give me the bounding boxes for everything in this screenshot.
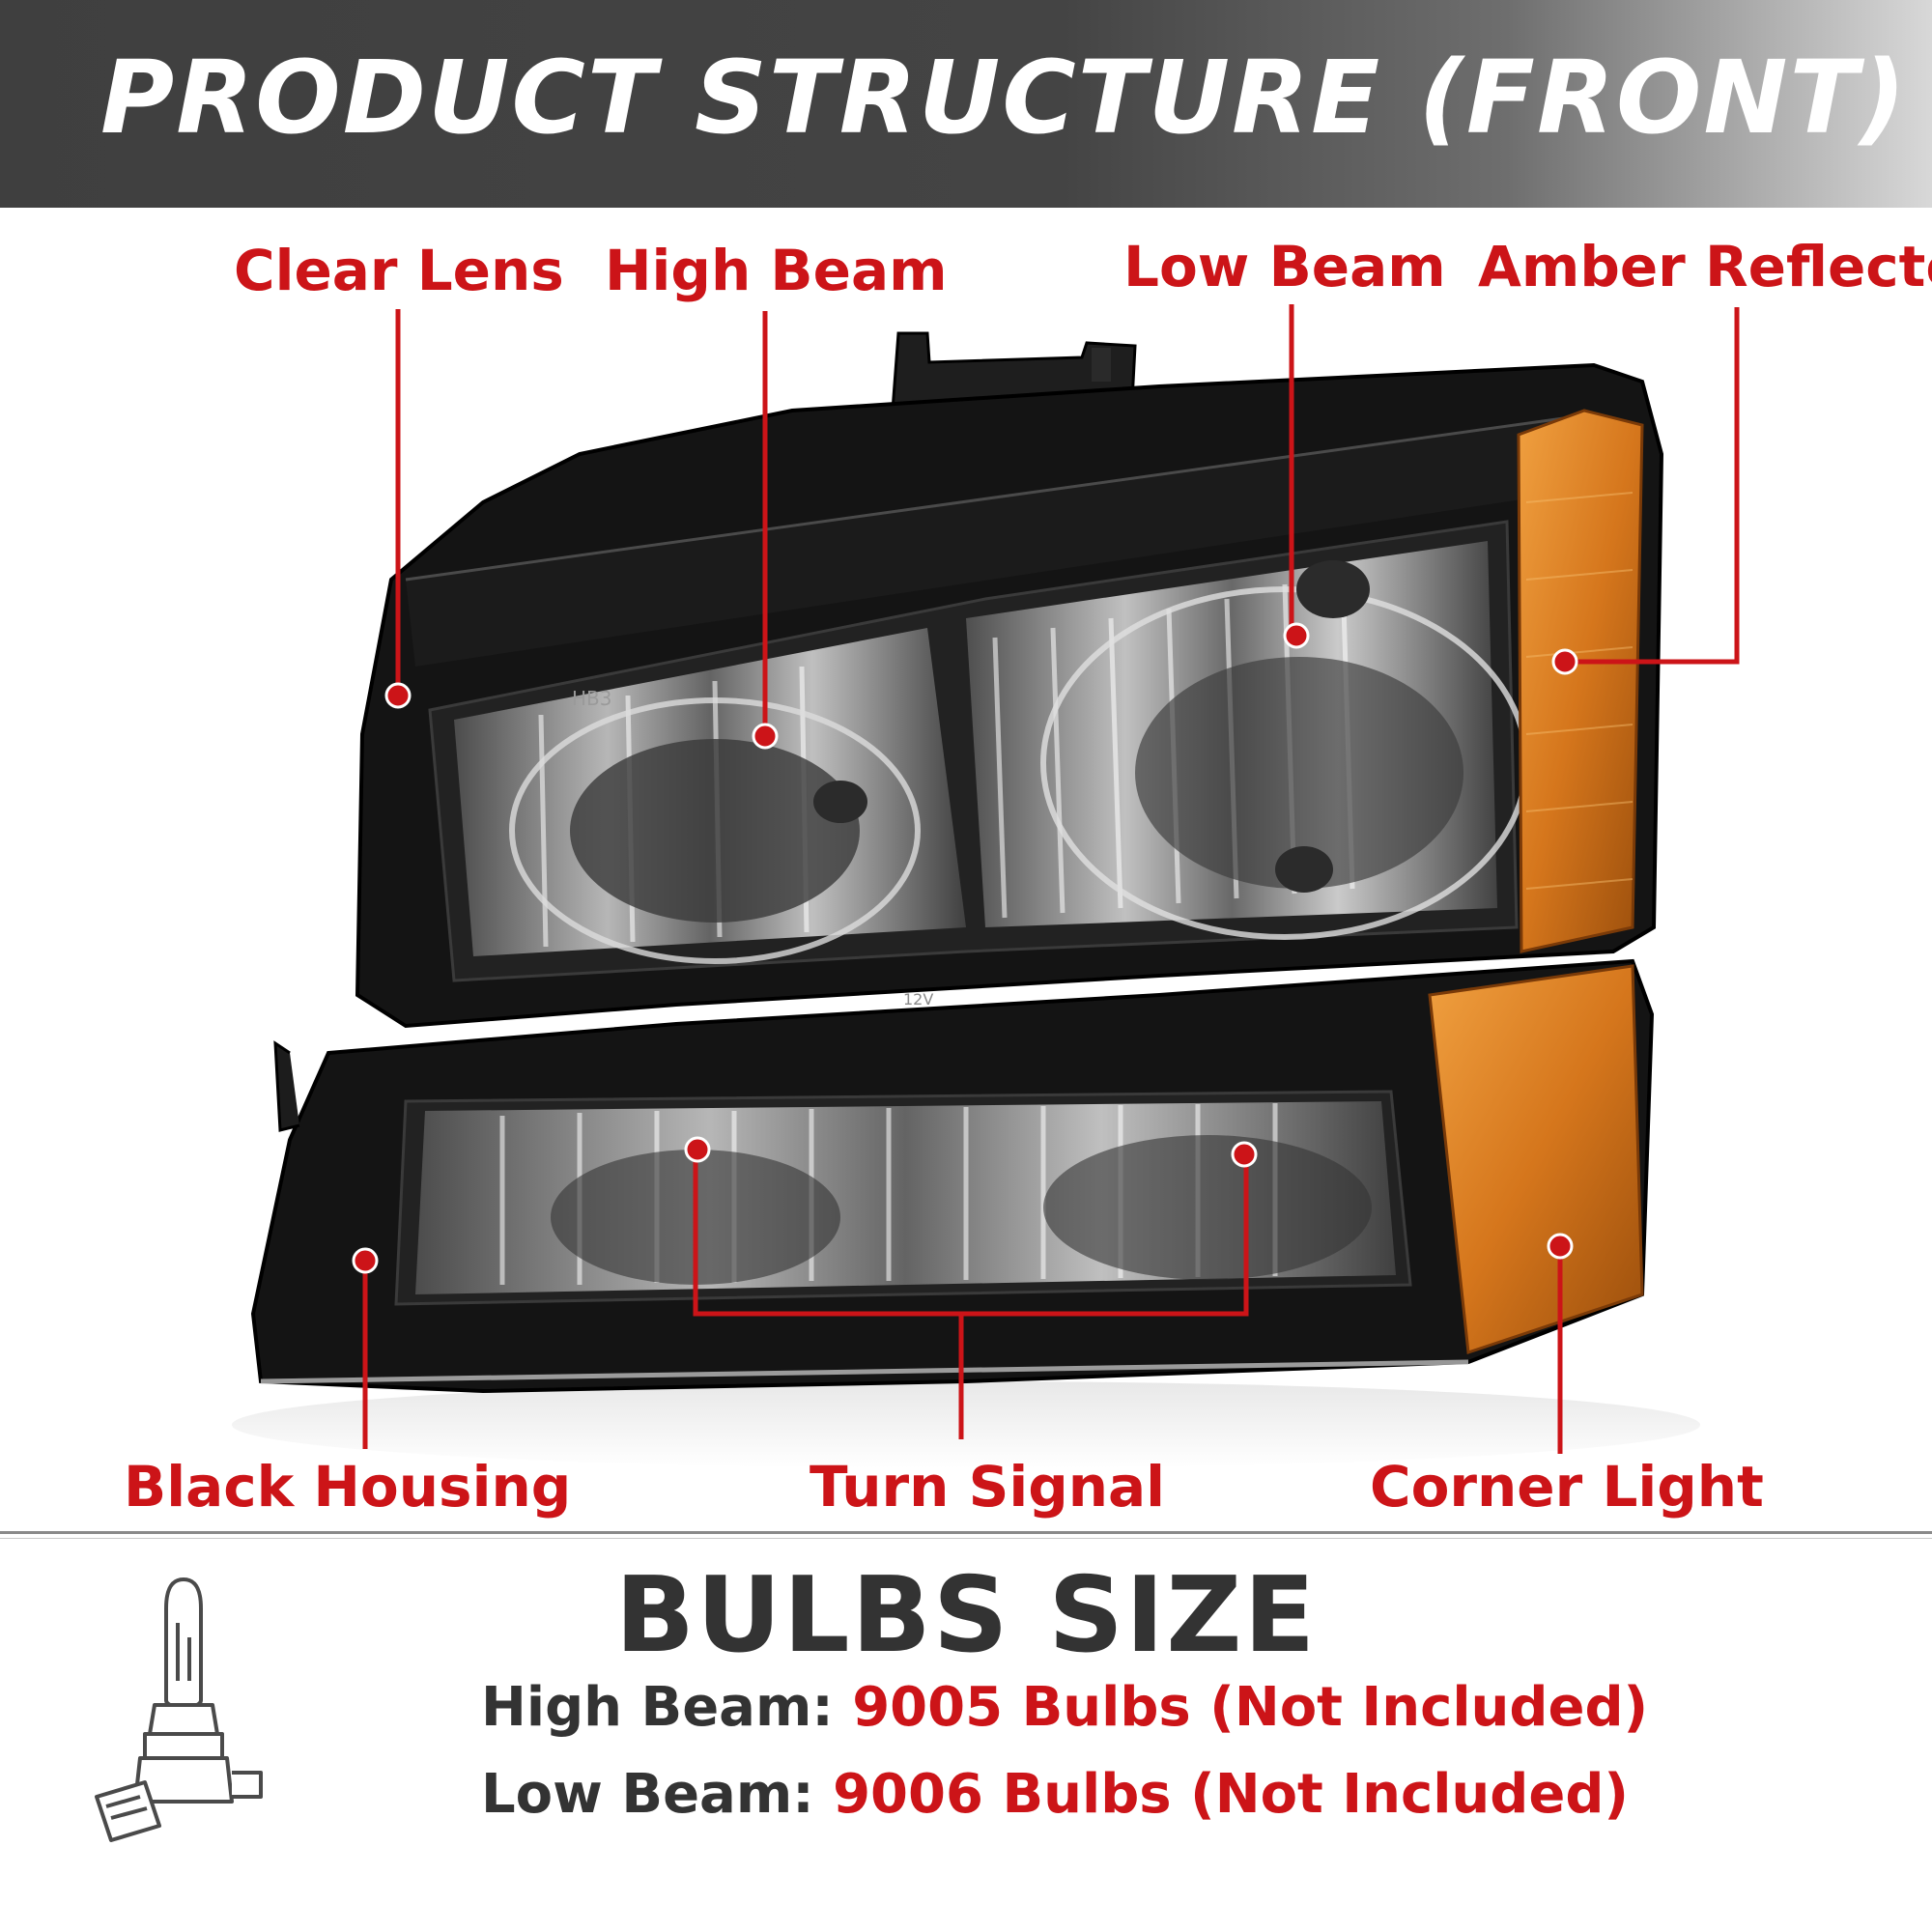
clear-lens-label: Clear Lens	[234, 238, 564, 303]
low-beam-dot	[1283, 622, 1310, 649]
amber-reflector	[1517, 409, 1644, 953]
high-beam-spec-label: High Beam:	[481, 1676, 834, 1739]
voltage-marking: 12V	[903, 990, 933, 1009]
black-housing-label: Black Housing	[124, 1454, 572, 1520]
hb3-marking: HB3	[572, 687, 611, 710]
high-beam-label: High Beam	[605, 238, 948, 303]
low-beam-spec: Low Beam: 9006 Bulbs (Not Included)	[481, 1763, 1629, 1826]
headlight-illustration: HB3 12V	[232, 304, 1740, 1468]
clear-lens: HB3 12V	[428, 520, 1529, 1009]
bulbs-size-title: BULBS SIZE	[614, 1555, 1318, 1676]
high-beam-spec: High Beam: 9005 Bulbs (Not Included)	[481, 1676, 1648, 1739]
turn-signal-dot-left	[684, 1136, 711, 1163]
high-beam-spec-value: 9005 Bulbs (Not Included)	[852, 1676, 1649, 1739]
low-beam-spec-value: 9006 Bulbs (Not Included)	[833, 1763, 1630, 1826]
low-beam-label: Low Beam	[1123, 234, 1446, 299]
turn-signal-housing	[250, 958, 1655, 1394]
corner-light-dot	[1547, 1233, 1574, 1260]
turn-signal-leader	[693, 1150, 1249, 1439]
amber-reflector-label: Amber Reflector	[1478, 234, 1932, 299]
amber-reflector-leader	[1565, 307, 1740, 665]
clear-lens-dot	[384, 682, 412, 709]
page-title: PRODUCT STRUCTURE (FRONT)	[100, 39, 1908, 156]
header-banner: PRODUCT STRUCTURE (FRONT)	[0, 0, 1932, 208]
turn-signal-dot-right	[1231, 1141, 1258, 1168]
section-divider	[0, 1531, 1932, 1534]
amber-reflector-dot	[1551, 648, 1578, 675]
corner-light-label: Corner Light	[1370, 1454, 1764, 1520]
halogen-bulb-icon	[95, 1577, 263, 1842]
turn-signal-label: Turn Signal	[810, 1454, 1166, 1520]
section-divider-thin	[0, 1538, 1932, 1539]
black-housing-dot	[352, 1247, 379, 1274]
low-beam-spec-label: Low Beam:	[481, 1763, 814, 1826]
high-beam-dot	[752, 723, 779, 750]
